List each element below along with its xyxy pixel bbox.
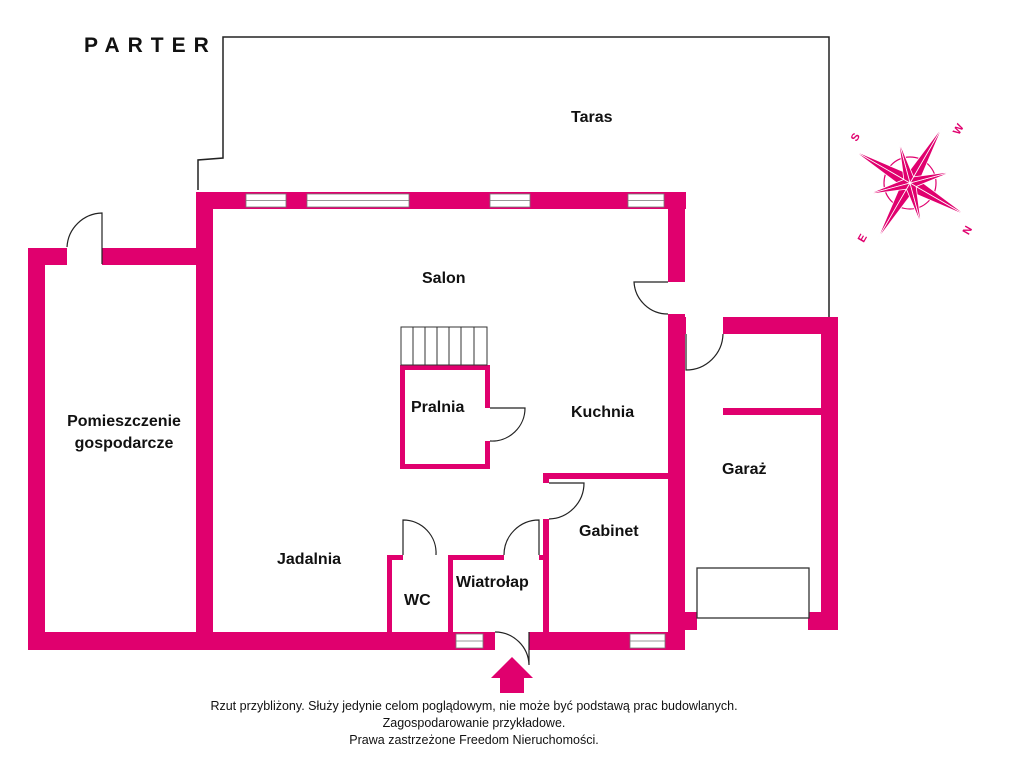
door-swings [66, 212, 724, 666]
door-openings [67, 247, 723, 651]
disclaimer: Rzut przybliżony. Służy jedynie celom po… [0, 698, 948, 749]
room-label-garaz: Garaż [722, 461, 767, 478]
disclaimer-line: Zagospodarowanie przykładowe. [382, 716, 566, 730]
terrace-outline [197, 36, 830, 318]
compass-letter-e: E [856, 232, 870, 244]
walls [28, 192, 838, 650]
compass-letter-n: N [961, 224, 975, 237]
room-label-pomieszczenie-line1: Pomieszczenie [67, 413, 181, 430]
disclaimer-line: Prawa zastrzeżone Freedom Nieruchomości. [349, 733, 599, 747]
room-label-pomieszczenie-line2: gospodarcze [74, 435, 174, 452]
room-label-gabinet: Gabinet [579, 523, 639, 540]
compass-letter-w: W [951, 121, 967, 137]
stairs [400, 326, 488, 366]
room-label-wc: WC [404, 592, 431, 609]
windows [245, 193, 666, 649]
room-label-taras: Taras [571, 109, 613, 126]
entrance-arrow-icon [491, 657, 533, 693]
garage-door [696, 567, 810, 619]
disclaimer-line: Rzut przybliżony. Służy jedynie celom po… [210, 699, 738, 713]
room-label-salon: Salon [422, 270, 466, 287]
room-label-jadalnia: Jadalnia [277, 551, 342, 568]
room-label-pralnia: Pralnia [411, 399, 465, 416]
compass-rose-icon: S W E N [849, 121, 975, 244]
room-label-pomieszczenie: Pomieszczenie gospodarcze [50, 411, 198, 455]
room-label-kuchnia: Kuchnia [571, 404, 635, 421]
room-label-wiatrolap: Wiatrołap [456, 574, 529, 591]
compass-letter-s: S [849, 131, 863, 143]
floor-title: PARTER [84, 34, 217, 57]
